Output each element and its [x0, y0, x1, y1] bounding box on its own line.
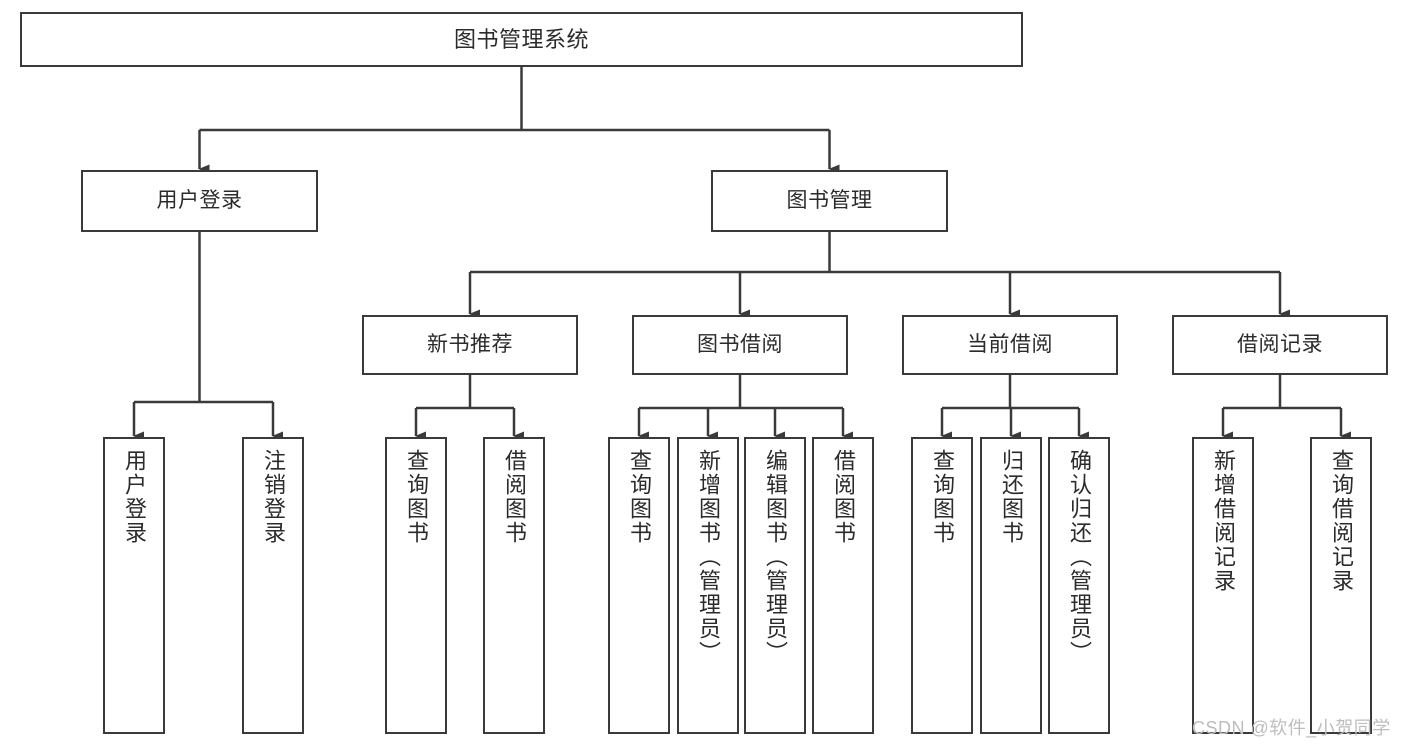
- node-label-user-login: 用户登录: [156, 188, 243, 212]
- node-leaf-bb-query[interactable]: 查询图书: [608, 437, 670, 734]
- node-leaf-bb-borrow[interactable]: 借阅图书: [812, 437, 874, 734]
- node-label-leaf-rec-borrow: 借阅图书: [502, 449, 527, 545]
- node-label-leaf-rec-query: 查询图书: [404, 449, 429, 545]
- node-book-borrow[interactable]: 图书借阅: [632, 315, 848, 375]
- node-label-leaf-bb-borrow: 借阅图书: [831, 449, 856, 545]
- csdn-watermark: CSDN @软件_小贺同学: [1192, 718, 1391, 738]
- node-leaf-bb-add[interactable]: 新增图书（管理员）: [677, 437, 739, 734]
- node-label-current-borrow: 当前借阅: [967, 332, 1053, 356]
- node-label-leaf-br-query: 查询借阅记录: [1329, 449, 1354, 593]
- node-root[interactable]: 图书管理系统: [20, 12, 1023, 67]
- node-user-login[interactable]: 用户登录: [81, 170, 318, 232]
- node-leaf-bb-edit[interactable]: 编辑图书（管理员）: [744, 437, 806, 734]
- node-current-borrow[interactable]: 当前借阅: [902, 315, 1118, 375]
- node-label-new-book-rec: 新书推荐: [427, 332, 513, 356]
- node-leaf-cb-confirm[interactable]: 确认归还（管理员）: [1048, 437, 1110, 734]
- node-label-book-manage: 图书管理: [786, 188, 873, 212]
- node-label-leaf-bb-query: 查询图书: [627, 449, 652, 545]
- node-leaf-cb-query[interactable]: 查询图书: [911, 437, 973, 734]
- node-label-book-borrow: 图书借阅: [697, 332, 783, 356]
- node-leaf-rec-borrow[interactable]: 借阅图书: [483, 437, 545, 734]
- node-label-leaf-bb-add: 新增图书（管理员）: [696, 449, 721, 665]
- node-leaf-cb-return[interactable]: 归还图书: [980, 437, 1042, 734]
- node-label-leaf-br-add: 新增借阅记录: [1211, 449, 1236, 593]
- node-leaf-br-add[interactable]: 新增借阅记录: [1192, 437, 1254, 734]
- node-leaf-logout[interactable]: 注销登录: [242, 437, 304, 734]
- edge-paths: [132, 67, 1351, 441]
- node-new-book-rec[interactable]: 新书推荐: [362, 315, 578, 375]
- node-label-leaf-cb-query: 查询图书: [930, 449, 955, 545]
- node-label-root: 图书管理系统: [453, 26, 589, 52]
- node-label-leaf-bb-edit: 编辑图书（管理员）: [763, 449, 788, 665]
- node-leaf-user-login[interactable]: 用户登录: [103, 437, 165, 734]
- node-leaf-br-query[interactable]: 查询借阅记录: [1310, 437, 1372, 734]
- node-label-leaf-user-login: 用户登录: [122, 449, 147, 545]
- node-label-leaf-logout: 注销登录: [261, 449, 286, 545]
- node-label-leaf-cb-confirm: 确认归还（管理员）: [1067, 449, 1092, 665]
- node-label-leaf-cb-return: 归还图书: [999, 449, 1024, 545]
- node-leaf-rec-query[interactable]: 查询图书: [385, 437, 447, 734]
- node-borrow-record[interactable]: 借阅记录: [1172, 315, 1388, 375]
- node-book-manage[interactable]: 图书管理: [711, 170, 948, 232]
- node-label-borrow-record: 借阅记录: [1237, 332, 1323, 356]
